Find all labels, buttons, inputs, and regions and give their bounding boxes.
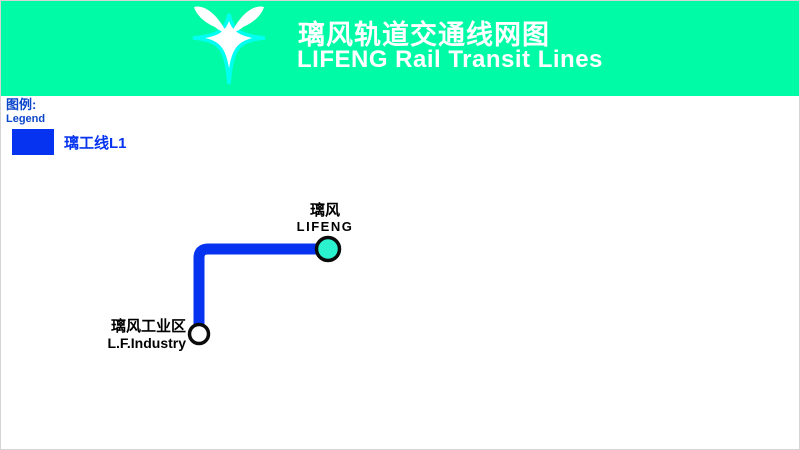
map-title-chinese: 璃风轨道交通线网图 (298, 20, 550, 51)
station-name-chinese: 璃风 (309, 202, 340, 219)
legend-title-english: Legend (6, 113, 46, 125)
legend-item-label: 璃工线L1 (64, 134, 127, 152)
legend-title-chinese: 图例: (6, 97, 37, 112)
station-marker-lifeng (314, 235, 342, 263)
station-name-english: LIFENG (296, 219, 354, 234)
station-name-english: L.F.Industry (107, 335, 186, 351)
transit-line-l1-path (193, 243, 328, 327)
legend-item-l1: 璃工线L1 (12, 129, 127, 155)
winged-star-logo-icon (192, 6, 266, 85)
station-name-chinese: 璃风工业区 (110, 318, 186, 335)
map-title-english: LIFENG Rail Transit Lines (297, 46, 603, 73)
station-label-lifeng: 璃风 LIFENG (245, 202, 405, 234)
station-marker-lf-industry (187, 322, 211, 346)
line-l1-color-swatch (12, 129, 54, 155)
station-label-lf-industry: 璃风工业区 L.F.Industry (26, 318, 186, 351)
header: 璃风轨道交通线网图 LIFENG Rail Transit Lines (1, 1, 799, 96)
legend: 图例: Legend 璃工线L1 (6, 98, 127, 155)
